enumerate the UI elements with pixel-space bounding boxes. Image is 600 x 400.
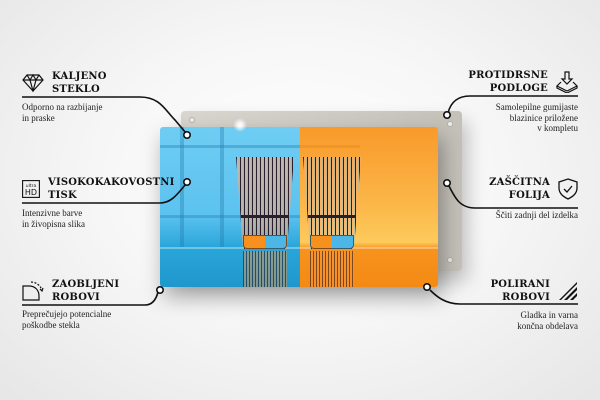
window-frame — [160, 145, 300, 148]
mount-hole — [189, 117, 195, 123]
feature-description: Odporno na razbijanje in praske — [22, 102, 103, 123]
mount-hole — [447, 257, 453, 263]
feature-title: POLIRANI ROBOVI — [490, 279, 550, 303]
left-glass — [236, 157, 294, 249]
svg-text:HD: HD — [25, 188, 37, 197]
feature-title: VISOKOKAKOVOSTNI TISK — [48, 177, 175, 201]
water-line — [308, 215, 356, 218]
polished-edge-icon — [558, 281, 578, 301]
feature-description: Samolepilne gumijaste blazinice priložen… — [495, 102, 578, 133]
water-line — [241, 215, 289, 218]
feature-rounded-edges: ZAOBLJENI ROBOVI Preprečujejo potencialn… — [22, 278, 119, 330]
right-glass-liquid — [310, 235, 354, 249]
mount-hole — [447, 121, 453, 127]
feature-description: Preprečujejo potencialne poškodbe stekla — [22, 309, 112, 330]
feature-description: Gladka in varna končna obdelava — [517, 310, 578, 331]
floor-line — [160, 247, 438, 249]
feature-title: KALJENO STEKLO — [52, 71, 107, 95]
feature-polished-edges: POLIRANI ROBOVI Gladka in varna končna o… — [491, 278, 578, 331]
glass-print-panel — [160, 127, 438, 287]
feature-tempered-glass: KALJENO STEKLO Odporno na razbijanje in … — [22, 70, 107, 123]
feature-anti-slip-pads: PROTIDRSNE PODLOGE Samolepilne gumijaste… — [468, 69, 578, 134]
download-tray-icon — [556, 71, 578, 93]
feature-protective-film: ZAŠČITNA FOLIJA Ščiti zadnji del izdelka — [489, 176, 578, 221]
feature-title: ZAOBLJENI ROBOVI — [52, 279, 120, 303]
left-glass-reflection — [243, 251, 287, 287]
window-frame — [220, 127, 224, 247]
feature-description: Intenzivne barve in živopisna slika — [22, 208, 85, 229]
shield-check-icon — [558, 178, 578, 200]
left-glass-liquid — [243, 235, 287, 249]
window-frame — [160, 215, 300, 218]
feature-description: Ščiti zadnji del izdelka — [495, 210, 578, 220]
feature-title: ZAŠČITNA FOLIJA — [489, 177, 550, 201]
window-frame — [300, 145, 360, 148]
diamond-icon — [22, 74, 44, 92]
feature-title: PROTIDRSNE PODLOGE — [468, 70, 548, 94]
rounded-corner-icon — [22, 281, 44, 301]
right-glass — [303, 157, 361, 249]
right-glass-reflection — [310, 251, 354, 287]
sparkle-highlight — [233, 118, 247, 132]
